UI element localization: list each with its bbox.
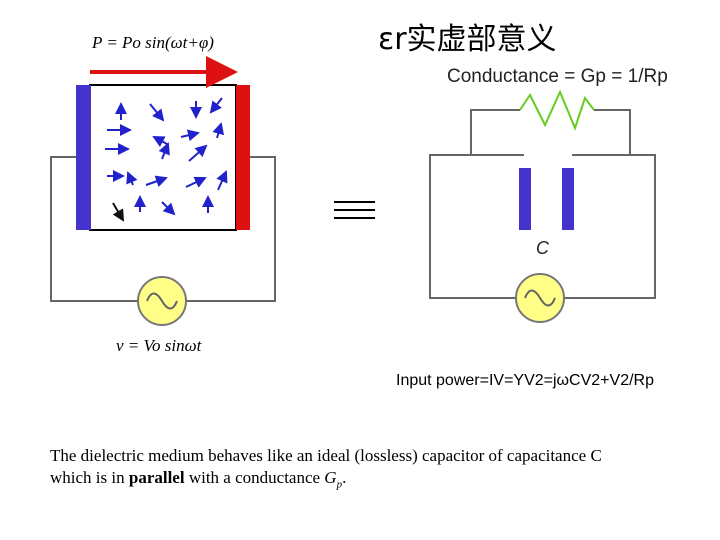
description-gp-sub: p <box>336 478 343 491</box>
description-line-1: The dielectric medium behaves like an id… <box>50 446 602 465</box>
slide-title: εr实虚部意义 <box>378 22 557 57</box>
description-paragraph: The dielectric medium behaves like an id… <box>50 445 670 495</box>
description-gp-var: G <box>324 468 337 487</box>
dipole-arrow-dark <box>112 202 125 222</box>
right-plate-red <box>236 85 250 230</box>
description-parallel: parallel <box>128 468 185 487</box>
left-circuit-wires <box>50 156 276 302</box>
description-line-2-end: . <box>342 468 347 487</box>
left-plate-blue <box>76 85 91 230</box>
capacitor-label: C <box>536 238 549 258</box>
polarization-formula: P = Po sin(ωt+φ) <box>92 33 214 52</box>
left-ac-source-icon <box>137 276 187 326</box>
right-circuit-wires <box>429 109 656 299</box>
description-line-2: which is in parallel with a conductance … <box>50 467 670 495</box>
right-ac-source-icon <box>515 273 565 323</box>
conductance-formula: Conductance = Gp = 1/Rp <box>447 66 668 87</box>
conductance-resistor-icon <box>519 89 595 131</box>
capacitor-plate-left <box>519 168 531 230</box>
capacitor-plate-right <box>562 168 574 230</box>
input-power-text: Input power=IV=YV2=jωCV2+V2/Rp <box>396 372 654 389</box>
description-line-2-mid: with a conductance <box>184 468 325 487</box>
description-line-2-prefix: which is in <box>50 468 129 487</box>
voltage-formula: v = Vo sinωt <box>116 336 202 355</box>
equivalence-symbol <box>334 201 375 219</box>
dipole-arrows <box>105 97 228 216</box>
